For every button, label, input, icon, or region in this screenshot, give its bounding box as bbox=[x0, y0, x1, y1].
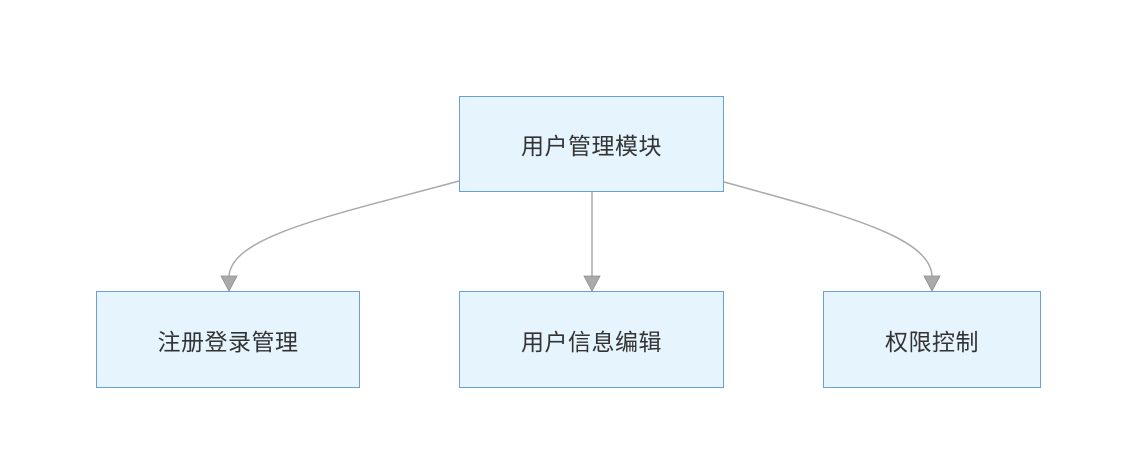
edge-root-to-left bbox=[228, 180, 460, 277]
node-label: 权限控制 bbox=[885, 329, 979, 356]
node-label: 用户信息编辑 bbox=[521, 329, 662, 356]
node-registration-login-management[interactable]: 注册登录管理 bbox=[96, 291, 360, 388]
node-label: 用户管理模块 bbox=[521, 134, 662, 160]
node-user-info-editing[interactable]: 用户信息编辑 bbox=[459, 291, 724, 388]
node-permission-control[interactable]: 权限控制 bbox=[823, 291, 1041, 388]
node-user-management-module[interactable]: 用户管理模块 bbox=[459, 96, 724, 192]
node-label: 注册登录管理 bbox=[157, 329, 299, 356]
edge-root-to-right bbox=[723, 181, 933, 277]
arrowhead-left bbox=[220, 275, 238, 292]
arrowhead-middle bbox=[583, 275, 601, 292]
arrowhead-right bbox=[923, 275, 941, 292]
